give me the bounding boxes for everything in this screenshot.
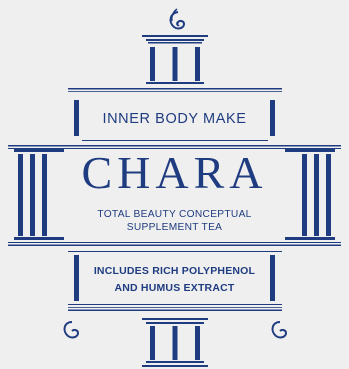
column-icon xyxy=(172,47,178,81)
left-column-group xyxy=(14,149,64,240)
upper-panel xyxy=(74,100,275,136)
column-icon xyxy=(150,47,155,81)
tagline: INNER BODY MAKE xyxy=(102,111,247,127)
right-column-group xyxy=(285,149,335,240)
subtitle-line-2: SUPPLEMENT TEA xyxy=(126,222,223,233)
subtitle-line-1: TOTAL BEAUTY CONCEPTUAL xyxy=(97,209,252,220)
column-icon xyxy=(195,47,200,81)
swirl-ornament-icon xyxy=(271,321,288,339)
bottom-portico xyxy=(142,318,208,367)
column-icon xyxy=(30,154,35,236)
column-icon xyxy=(42,154,47,236)
column-icon xyxy=(150,326,155,360)
lower-panel xyxy=(68,251,282,311)
column-icon xyxy=(302,154,307,236)
column-icon xyxy=(195,326,200,360)
feature-line-2: AND HUMUS EXTRACT xyxy=(114,282,235,294)
swirl-ornament-icon xyxy=(63,321,80,339)
column-icon xyxy=(172,326,178,360)
column-icon xyxy=(314,154,319,236)
top-portico xyxy=(142,35,208,84)
column-icon xyxy=(326,154,331,236)
brand-name: CHARA xyxy=(81,147,268,198)
feature-line-1: INCLUDES RICH POLYPHENOL xyxy=(93,265,256,277)
swirl-ornament-icon xyxy=(169,8,186,30)
column-icon xyxy=(18,154,23,236)
